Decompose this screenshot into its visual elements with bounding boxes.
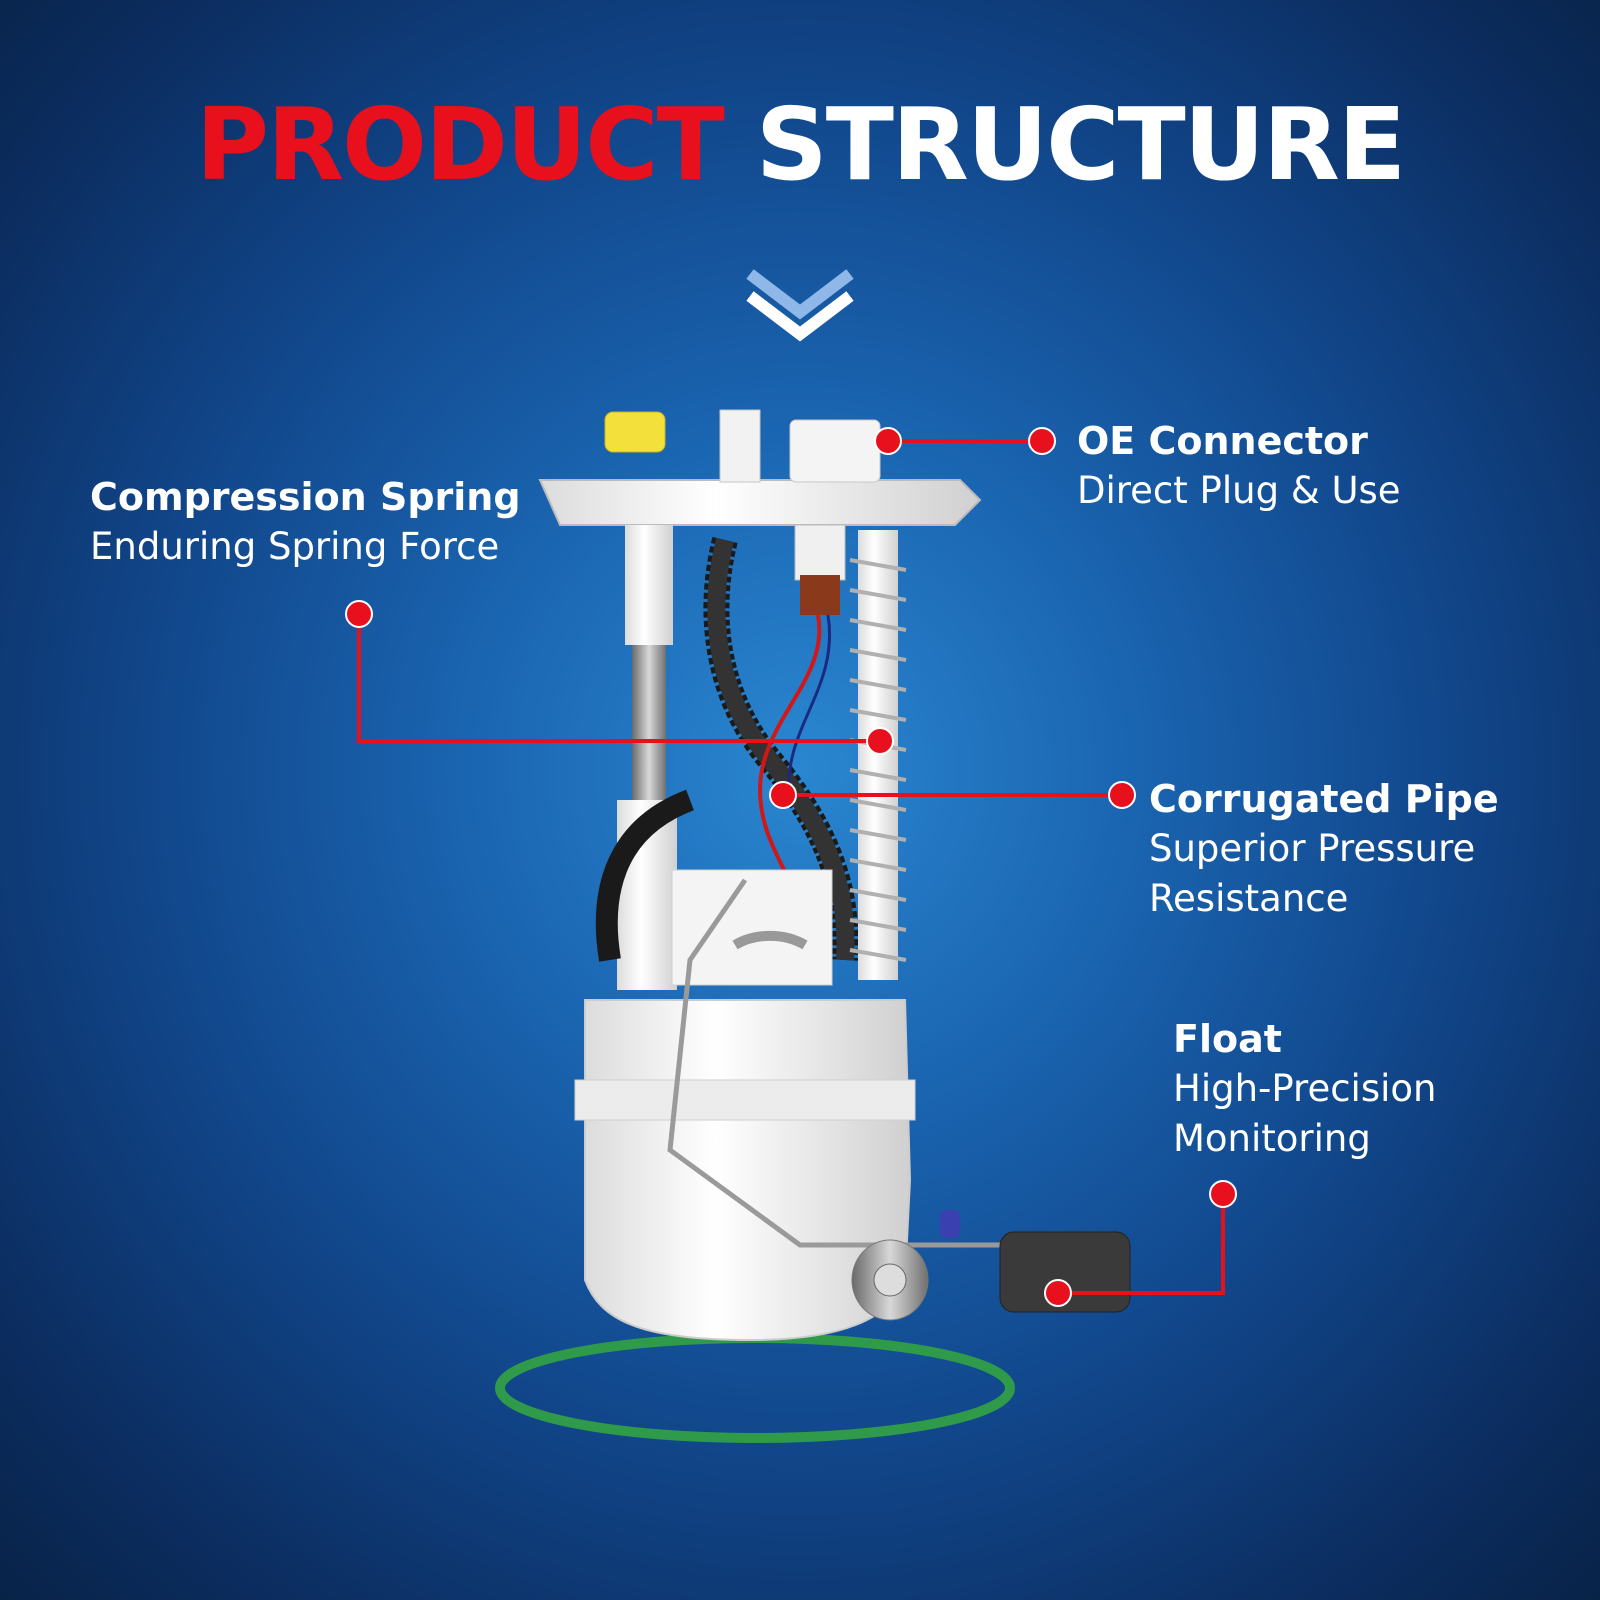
compression-spring-dot	[345, 600, 373, 628]
compression-spring-leader	[357, 614, 880, 743]
oe-connector-dot	[1028, 427, 1056, 455]
float-desc-line2: Monitoring	[1173, 1117, 1371, 1160]
compression-spring-heading: Compression Spring	[90, 475, 521, 519]
corrugated-pipe-desc-line2: Resistance	[1149, 877, 1349, 920]
title-accent-word: PRODUCT	[195, 86, 725, 203]
oe-connector-heading: OE Connector	[1077, 419, 1368, 463]
float-marker	[1044, 1279, 1072, 1307]
oe-connector-marker	[874, 427, 902, 455]
double-chevron-down-icon	[746, 269, 854, 342]
compression-spring-marker	[866, 727, 894, 755]
oe-connector-desc: Direct Plug & Use	[1077, 469, 1401, 512]
float-desc-line1: High-Precision	[1173, 1067, 1437, 1110]
float-label: Float High-Precision Monitoring	[1173, 1014, 1436, 1164]
corrugated-pipe-heading: Corrugated Pipe	[1149, 777, 1499, 821]
corrugated-pipe-dot	[1108, 781, 1136, 809]
compression-spring-desc: Enduring Spring Force	[90, 525, 500, 568]
oe-connector-label: OE Connector Direct Plug & Use	[1077, 416, 1401, 516]
float-dot	[1209, 1180, 1237, 1208]
title-main-word: STRUCTURE	[755, 86, 1407, 203]
page-title: PRODUCT STRUCTURE	[0, 95, 1600, 195]
corrugated-pipe-marker	[769, 781, 797, 809]
corrugated-pipe-label: Corrugated Pipe Superior Pressure Resist…	[1149, 774, 1499, 924]
float-leader	[1058, 1194, 1225, 1295]
compression-spring-label: Compression Spring Enduring Spring Force	[90, 472, 521, 572]
float-heading: Float	[1173, 1017, 1282, 1061]
corrugated-pipe-desc-line1: Superior Pressure	[1149, 827, 1476, 870]
